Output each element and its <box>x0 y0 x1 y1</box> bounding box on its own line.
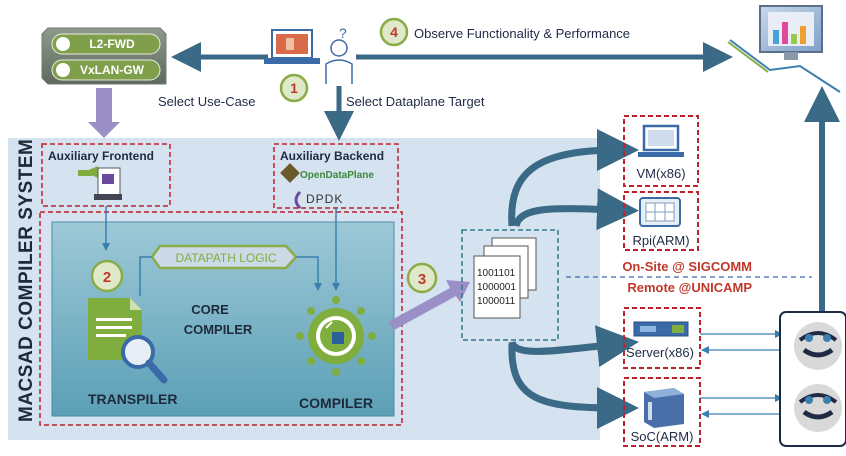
select-target-label: Select Dataplane Target <box>346 94 485 109</box>
step-4-badge <box>379 17 409 47</box>
datapath-logic-tag: DATAPATH LOGIC <box>150 244 298 270</box>
ospa-logo-top <box>794 322 842 370</box>
target-soc-label[interactable]: SoC(ARM) <box>631 429 694 444</box>
binary-files-icon <box>473 237 537 319</box>
transpiler-label: TRANSPILER <box>88 391 177 407</box>
magnifier-icon <box>121 335 168 384</box>
odp-label: OpenDataPlane <box>300 170 374 181</box>
system-title: MACSAD COMPILER SYSTEM <box>16 139 37 422</box>
onsite-label: On-Site @ SIGCOMM <box>622 259 752 274</box>
step-2-num: 2 <box>103 269 111 286</box>
compiler-label: COMPILER <box>299 395 373 411</box>
step-2-badge <box>90 259 124 293</box>
step-3-num: 3 <box>418 271 426 288</box>
arrow-to-soc <box>508 343 639 429</box>
target-vm-label[interactable]: VM(x86) <box>636 166 685 181</box>
select-usecase-label: Select Use-Case <box>158 94 256 109</box>
arrow-transpiler-to-datapath <box>139 256 152 296</box>
aux-frontend-box <box>41 143 171 207</box>
core-compiler-line2: COMPILER <box>184 322 253 337</box>
vm-monitor-icon <box>638 124 684 157</box>
step-4-num: 4 <box>390 24 398 40</box>
target-rpi-label[interactable]: Rpi(ARM) <box>632 233 689 248</box>
soc-box-icon <box>644 388 684 428</box>
core-compiler-line1: CORE <box>191 302 229 317</box>
odp-logo: OpenDataPlane <box>280 163 374 183</box>
arrow-usecase-to-frontend <box>88 88 120 138</box>
arrow-to-rpi <box>512 188 639 231</box>
user-laptop-icon <box>264 29 320 64</box>
aux-backend-title: Auxiliary Backend <box>280 149 384 163</box>
compiler-gear-icon <box>296 296 376 376</box>
rpi-board-icon <box>639 197 681 227</box>
target-server-label[interactable]: Server(x86) <box>626 345 694 360</box>
binary-line2: 1000001 <box>477 282 516 293</box>
frontend-document-icon <box>78 166 122 200</box>
arrow-datapath-to-compiler <box>296 256 322 291</box>
user-question-mark: ? <box>339 25 347 41</box>
aux-frontend-title: Auxiliary Frontend <box>48 149 154 163</box>
arrow-to-vm <box>508 129 639 227</box>
person-icon <box>325 39 353 84</box>
arrow-compiler-to-binaries <box>388 280 470 330</box>
use-case-vxlan[interactable]: VxLAN-GW <box>80 63 145 77</box>
step-1-badge <box>279 73 309 103</box>
datapath-logic-label: DATAPATH LOGIC <box>175 251 276 265</box>
monitor-icon <box>727 5 841 93</box>
use-case-panel[interactable]: L2-FWD VxLAN-GW <box>41 27 167 85</box>
dpdk-logo: DPDK <box>294 190 343 210</box>
ospa-logo-bottom <box>794 384 842 432</box>
target-rpi-box[interactable] <box>623 191 699 251</box>
server-rack-icon <box>633 321 689 337</box>
binary-line1: 1001101 <box>477 268 516 279</box>
use-case-l2fwd[interactable]: L2-FWD <box>89 37 135 51</box>
binaries-box <box>461 229 559 341</box>
remote-label: Remote @UNICAMP <box>627 280 752 295</box>
step-1-num: 1 <box>290 80 298 96</box>
target-server-box[interactable] <box>623 307 701 369</box>
observe-label: Observe Functionality & Performance <box>414 26 630 41</box>
target-vm-box[interactable] <box>623 115 699 187</box>
binary-line3: 1000011 <box>477 296 516 307</box>
dpdk-label: DPDK <box>306 192 343 206</box>
step-3-badge <box>406 262 438 294</box>
